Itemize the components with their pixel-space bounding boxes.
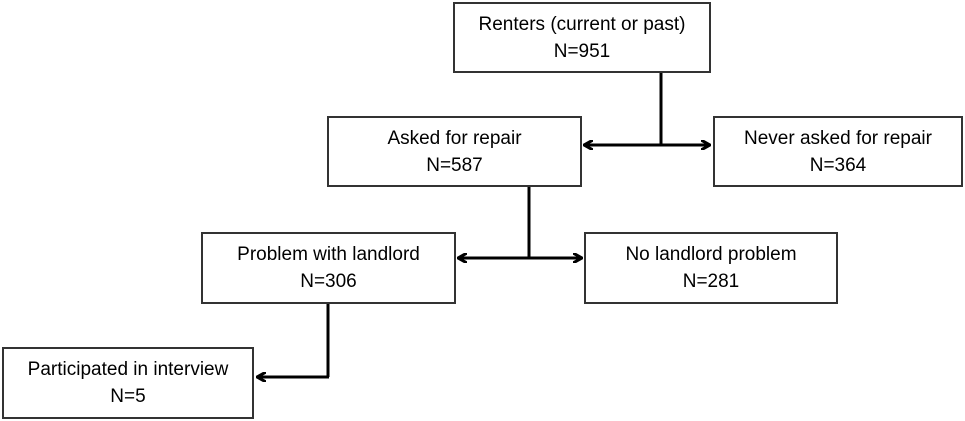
- node-renters-count: N=951: [553, 40, 611, 62]
- node-no-problem-count: N=281: [682, 271, 740, 292]
- node-renters: Renters (current or past) N=951: [453, 2, 711, 73]
- node-renters-label: Renters (current or past): [478, 13, 686, 35]
- node-no-problem-label: No landlord problem: [625, 244, 797, 265]
- node-participated-interview: Participated in interview N=5: [2, 347, 254, 419]
- node-interview-label: Participated in interview: [27, 359, 229, 380]
- node-problem-with-landlord: Problem with landlord N=306: [201, 232, 456, 304]
- node-asked-for-repair: Asked for repair N=587: [327, 116, 582, 187]
- node-problem-count: N=306: [300, 271, 357, 292]
- node-never-label: Never asked for repair: [744, 127, 932, 149]
- node-asked-count: N=587: [426, 154, 483, 176]
- node-never-count: N=364: [809, 154, 867, 176]
- node-asked-label: Asked for repair: [387, 127, 522, 149]
- node-never-asked: Never asked for repair N=364: [713, 116, 963, 187]
- node-problem-label: Problem with landlord: [237, 244, 420, 265]
- node-no-landlord-problem: No landlord problem N=281: [584, 232, 838, 304]
- node-interview-count: N=5: [110, 386, 146, 407]
